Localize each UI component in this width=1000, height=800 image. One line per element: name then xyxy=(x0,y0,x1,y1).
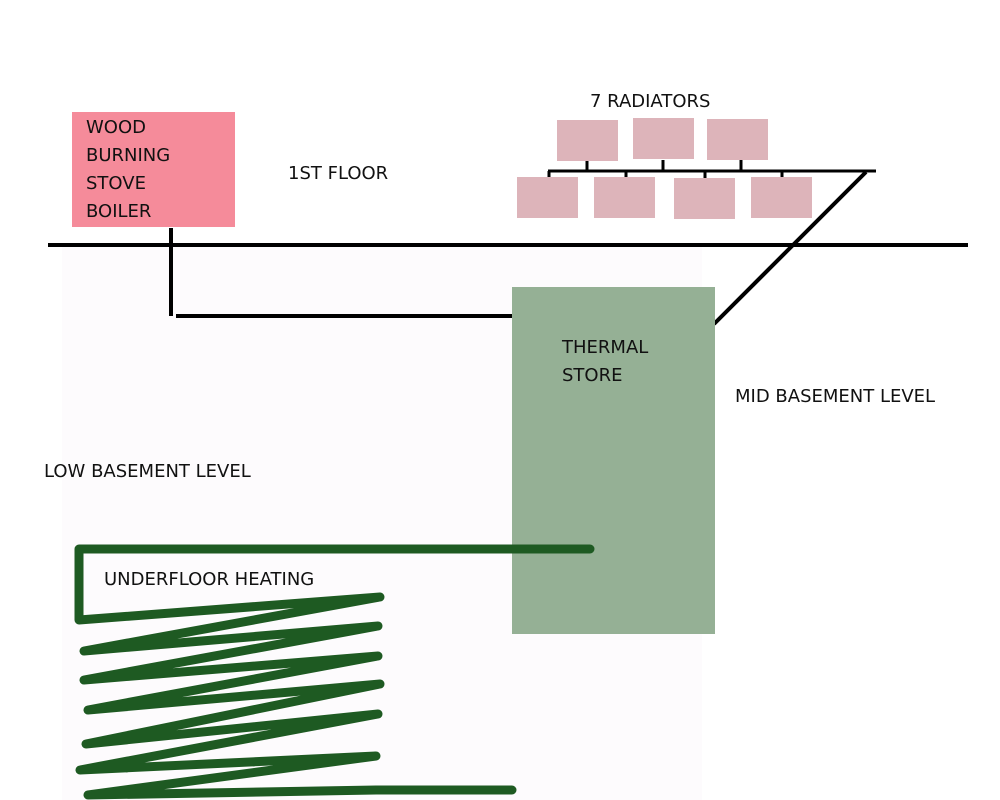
underfloor-heating-pipe xyxy=(74,544,595,800)
radiator xyxy=(707,119,768,160)
radiator xyxy=(557,120,618,161)
radiator xyxy=(674,178,735,219)
thermal-store-label-line-2: STORE xyxy=(562,365,622,386)
boiler-label-line-3: STOVE xyxy=(86,173,146,194)
radiator xyxy=(751,177,812,218)
boiler-label-line-2: BURNING xyxy=(86,145,170,166)
thermal-store-label-line-1: THERMAL xyxy=(561,337,648,358)
store-to-radiators-pipe xyxy=(712,170,868,326)
first-floor-label: 1ST FLOOR xyxy=(288,163,388,184)
low-basement-label: LOW BASEMENT LEVEL xyxy=(44,461,251,482)
radiator xyxy=(594,177,655,218)
underfloor-heating-label: UNDERFLOOR HEATING xyxy=(104,569,314,590)
thermal-store-box xyxy=(512,287,715,634)
radiator xyxy=(633,118,694,159)
boiler-box xyxy=(72,112,235,227)
radiators-label: 7 RADIATORS xyxy=(590,91,710,112)
boiler-label-line-1: WOOD xyxy=(86,117,146,138)
radiator xyxy=(517,177,578,218)
boiler-label-line-4: BOILER xyxy=(86,201,151,222)
mid-basement-label: MID BASEMENT LEVEL xyxy=(735,386,935,407)
